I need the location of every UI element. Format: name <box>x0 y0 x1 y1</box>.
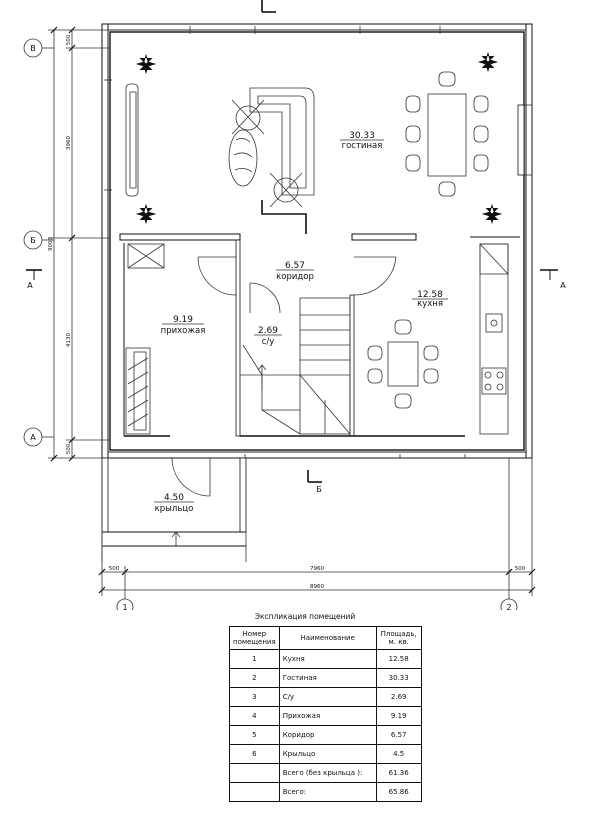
dim-bottom-total: 8960 <box>310 584 324 590</box>
kitchen-area: 12.58 <box>417 290 443 300</box>
staircase <box>240 297 351 435</box>
axis-v: В <box>30 44 36 53</box>
doors <box>171 256 397 497</box>
hall-furniture <box>125 243 165 435</box>
total-label: Всего: <box>278 782 377 802</box>
row-number: 2 <box>229 668 280 688</box>
corridor-area: 6.57 <box>285 261 305 271</box>
row-name: Крыльцо <box>278 744 377 764</box>
table-row: 6 Крыльцо 4.5 <box>229 744 422 764</box>
dim-bottom-right: 500 <box>515 566 526 572</box>
dim-left-lower: 4130 <box>66 333 72 347</box>
header-number: Номер помещения <box>229 626 280 650</box>
dining-table-living <box>405 71 489 197</box>
kitchen-furniture <box>367 243 509 435</box>
row-number: 3 <box>229 687 280 707</box>
porch-name: крыльцо <box>155 504 194 514</box>
left-dimensions: 500 3960 9000 4130 500 <box>48 26 110 462</box>
dim-left-bottom: 500 <box>66 443 72 454</box>
row-area: 12.58 <box>375 649 422 669</box>
row-name: Коридор <box>278 725 377 745</box>
axis-b: Б <box>30 236 36 245</box>
schedule-title: Экспликация помещений <box>254 612 356 621</box>
kitchen-name: кухня <box>417 299 443 309</box>
axis-2: 2 <box>506 603 511 610</box>
total-value: 65.86 <box>375 782 422 802</box>
axis-a: А <box>30 433 36 442</box>
dim-bottom-mid: 7960 <box>310 566 324 572</box>
bottom-dimensions: 500 7960 500 8960 <box>98 458 536 599</box>
total-no-porch-label: Всего (без крыльца ): <box>278 763 377 783</box>
axis-markers: В Б А 1 2 <box>23 38 518 610</box>
row-name: Кухня <box>278 649 377 669</box>
corridor-name: коридор <box>276 272 314 282</box>
table-row: 5 Коридор 6.57 <box>229 725 422 745</box>
row-number: 6 <box>229 744 280 764</box>
header-area: Площадь, м. кв. <box>375 626 422 650</box>
row-number: 4 <box>229 706 280 726</box>
hall-name: прихожая <box>161 326 206 336</box>
room-schedule-table: Номер помещения Наименование Площадь, м.… <box>229 626 422 802</box>
row-name: С/у <box>278 687 377 707</box>
table-row: 1 Кухня 12.58 <box>229 649 422 669</box>
table-row: 4 Прихожая 9.19 <box>229 706 422 726</box>
living-furniture <box>125 83 315 234</box>
bath-area: 2.69 <box>258 326 278 336</box>
plant-icons <box>135 51 503 225</box>
section-b-bottom: Б <box>316 485 322 494</box>
living-area: 30.33 <box>349 131 375 141</box>
section-a-left: А <box>27 281 33 290</box>
dim-left-top: 500 <box>66 34 72 45</box>
hall-area: 9.19 <box>173 315 193 325</box>
table-row: 3 С/у 2.69 <box>229 687 422 707</box>
living-name: гостиная <box>342 141 383 151</box>
floor-plan-drawing: 30.33 гостиная 6.57 коридор 12.58 кухня … <box>23 0 566 610</box>
table-row: 2 Гостиная 30.33 <box>229 668 422 688</box>
bath-name: с/у <box>262 337 275 347</box>
interior-walls <box>119 233 520 437</box>
room-labels: 30.33 гостиная 6.57 коридор 12.58 кухня … <box>154 131 448 514</box>
dim-left-upper: 3960 <box>66 136 72 150</box>
section-marks: А А Б <box>26 0 566 494</box>
exterior-walls <box>101 23 533 459</box>
row-area: 2.69 <box>375 687 422 707</box>
porch-area: 4.50 <box>164 493 184 503</box>
empty-cell <box>229 782 280 802</box>
row-name: Прихожая <box>278 706 377 726</box>
axis-1: 1 <box>122 603 127 610</box>
empty-cell <box>229 763 280 783</box>
row-number: 1 <box>229 649 280 669</box>
header-name: Наименование <box>278 626 377 650</box>
total-no-porch-row: Всего (без крыльца ): 61.36 <box>229 763 422 783</box>
dim-bottom-left: 500 <box>109 566 120 572</box>
total-row: Всего: 65.86 <box>229 782 422 802</box>
schedule-header-row: Номер помещения Наименование Площадь, м.… <box>229 626 422 650</box>
total-no-porch-value: 61.36 <box>375 763 422 783</box>
section-a-right: А <box>560 281 566 290</box>
row-area: 30.33 <box>375 668 422 688</box>
row-area: 4.5 <box>375 744 422 764</box>
row-name: Гостиная <box>278 668 377 688</box>
row-area: 6.57 <box>375 725 422 745</box>
row-area: 9.19 <box>375 706 422 726</box>
row-number: 5 <box>229 725 280 745</box>
dim-left-mid: 9000 <box>48 237 54 251</box>
porch <box>101 457 247 562</box>
